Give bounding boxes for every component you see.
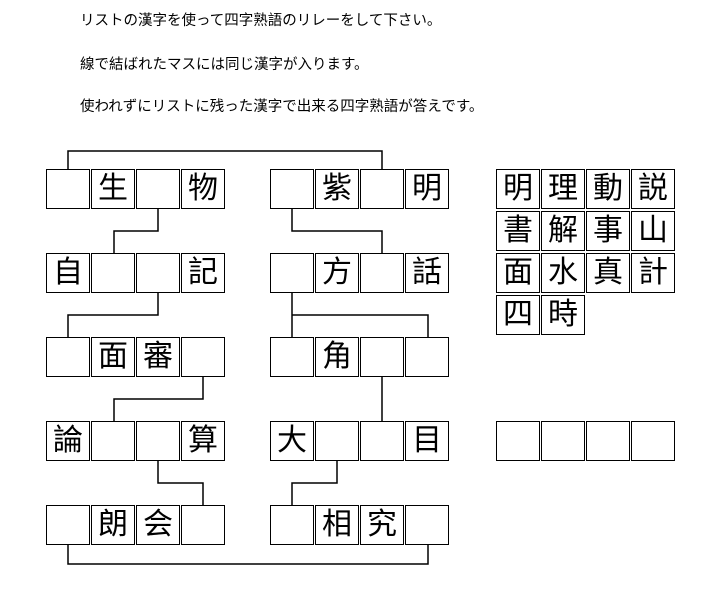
puzzle-cell-blank[interactable] [91, 253, 135, 293]
puzzle-cell-blank[interactable] [360, 253, 404, 293]
puzzle-cell-blank[interactable] [270, 505, 314, 545]
kanji-list-cell: 解 [541, 211, 585, 251]
kanji-list-cell: 計 [631, 253, 675, 293]
puzzle-cell-filled: 明 [405, 169, 449, 209]
connector-line [67, 150, 383, 169]
answer-box[interactable] [496, 421, 540, 461]
kanji-list-cell: 時 [541, 295, 585, 335]
puzzle-cell-blank[interactable] [315, 421, 359, 461]
connector-line [291, 209, 383, 253]
puzzle-cell-blank[interactable] [270, 169, 314, 209]
kanji-list-cell: 理 [541, 169, 585, 209]
puzzle-cell-blank[interactable] [181, 505, 225, 545]
puzzle-cell-filled: 大 [270, 421, 314, 461]
kanji-list-cell: 動 [586, 169, 630, 209]
answer-box[interactable] [586, 421, 630, 461]
instruction-line-3: 使われずにリストに残った漢字で出来る四字熟語が答えです。 [80, 99, 484, 115]
connector-line [291, 461, 338, 505]
puzzle-cell-blank[interactable] [270, 253, 314, 293]
puzzle-cell-blank[interactable] [360, 421, 404, 461]
puzzle-cell-blank[interactable] [136, 253, 180, 293]
puzzle-cell-filled: 面 [91, 337, 135, 377]
puzzle-cell-filled: 目 [405, 421, 449, 461]
puzzle-cell-blank[interactable] [405, 505, 449, 545]
puzzle-cell-filled: 朗 [91, 505, 135, 545]
answer-box[interactable] [631, 421, 675, 461]
connector-line [113, 377, 204, 421]
instruction-line-1: リストの漢字を使って四字熟語のリレーをして下さい。 [80, 13, 442, 29]
kanji-list-cell: 面 [496, 253, 540, 293]
puzzle-cell-filled: 自 [46, 253, 90, 293]
puzzle-cell-blank[interactable] [46, 505, 90, 545]
puzzle-cell-blank[interactable] [181, 337, 225, 377]
puzzle-cell-filled: 紫 [315, 169, 359, 209]
puzzle-cell-blank[interactable] [46, 169, 90, 209]
puzzle-cell-blank[interactable] [360, 169, 404, 209]
puzzle-cell-filled: 角 [315, 337, 359, 377]
kanji-list-cell: 四 [496, 295, 540, 335]
puzzle-cell-filled: 話 [405, 253, 449, 293]
puzzle-cell-filled: 生 [91, 169, 135, 209]
connector-line [113, 209, 159, 253]
puzzle-cell-blank[interactable] [136, 421, 180, 461]
puzzle-cell-blank[interactable] [270, 337, 314, 377]
puzzle-cell-blank[interactable] [136, 169, 180, 209]
puzzle-cell-blank[interactable] [91, 421, 135, 461]
kanji-list-cell: 書 [496, 211, 540, 251]
connector-line [67, 293, 159, 337]
kanji-list-cell: 説 [631, 169, 675, 209]
puzzle-cell-filled: 審 [136, 337, 180, 377]
puzzle-cell-blank[interactable] [405, 337, 449, 377]
puzzle-cell-filled: 記 [181, 253, 225, 293]
kanji-list-cell: 山 [631, 211, 675, 251]
connector-line [67, 545, 429, 565]
puzzle-cell-blank[interactable] [46, 337, 90, 377]
kanji-list-cell: 真 [586, 253, 630, 293]
connector-line [292, 314, 429, 337]
kanji-list-cell: 事 [586, 211, 630, 251]
puzzle-cell-filled: 論 [46, 421, 90, 461]
answer-box[interactable] [541, 421, 585, 461]
connector-line [157, 461, 204, 505]
puzzle-cell-blank[interactable] [360, 337, 404, 377]
puzzle-cell-filled: 相 [315, 505, 359, 545]
kanji-list-cell: 明 [496, 169, 540, 209]
puzzle-cell-filled: 算 [181, 421, 225, 461]
instruction-line-2: 線で結ばれたマスには同じ漢字が入ります。 [80, 57, 369, 73]
kanji-list-cell: 水 [541, 253, 585, 293]
puzzle-cell-filled: 会 [136, 505, 180, 545]
puzzle-cell-filled: 方 [315, 253, 359, 293]
puzzle-cell-filled: 究 [360, 505, 404, 545]
puzzle-cell-filled: 物 [181, 169, 225, 209]
